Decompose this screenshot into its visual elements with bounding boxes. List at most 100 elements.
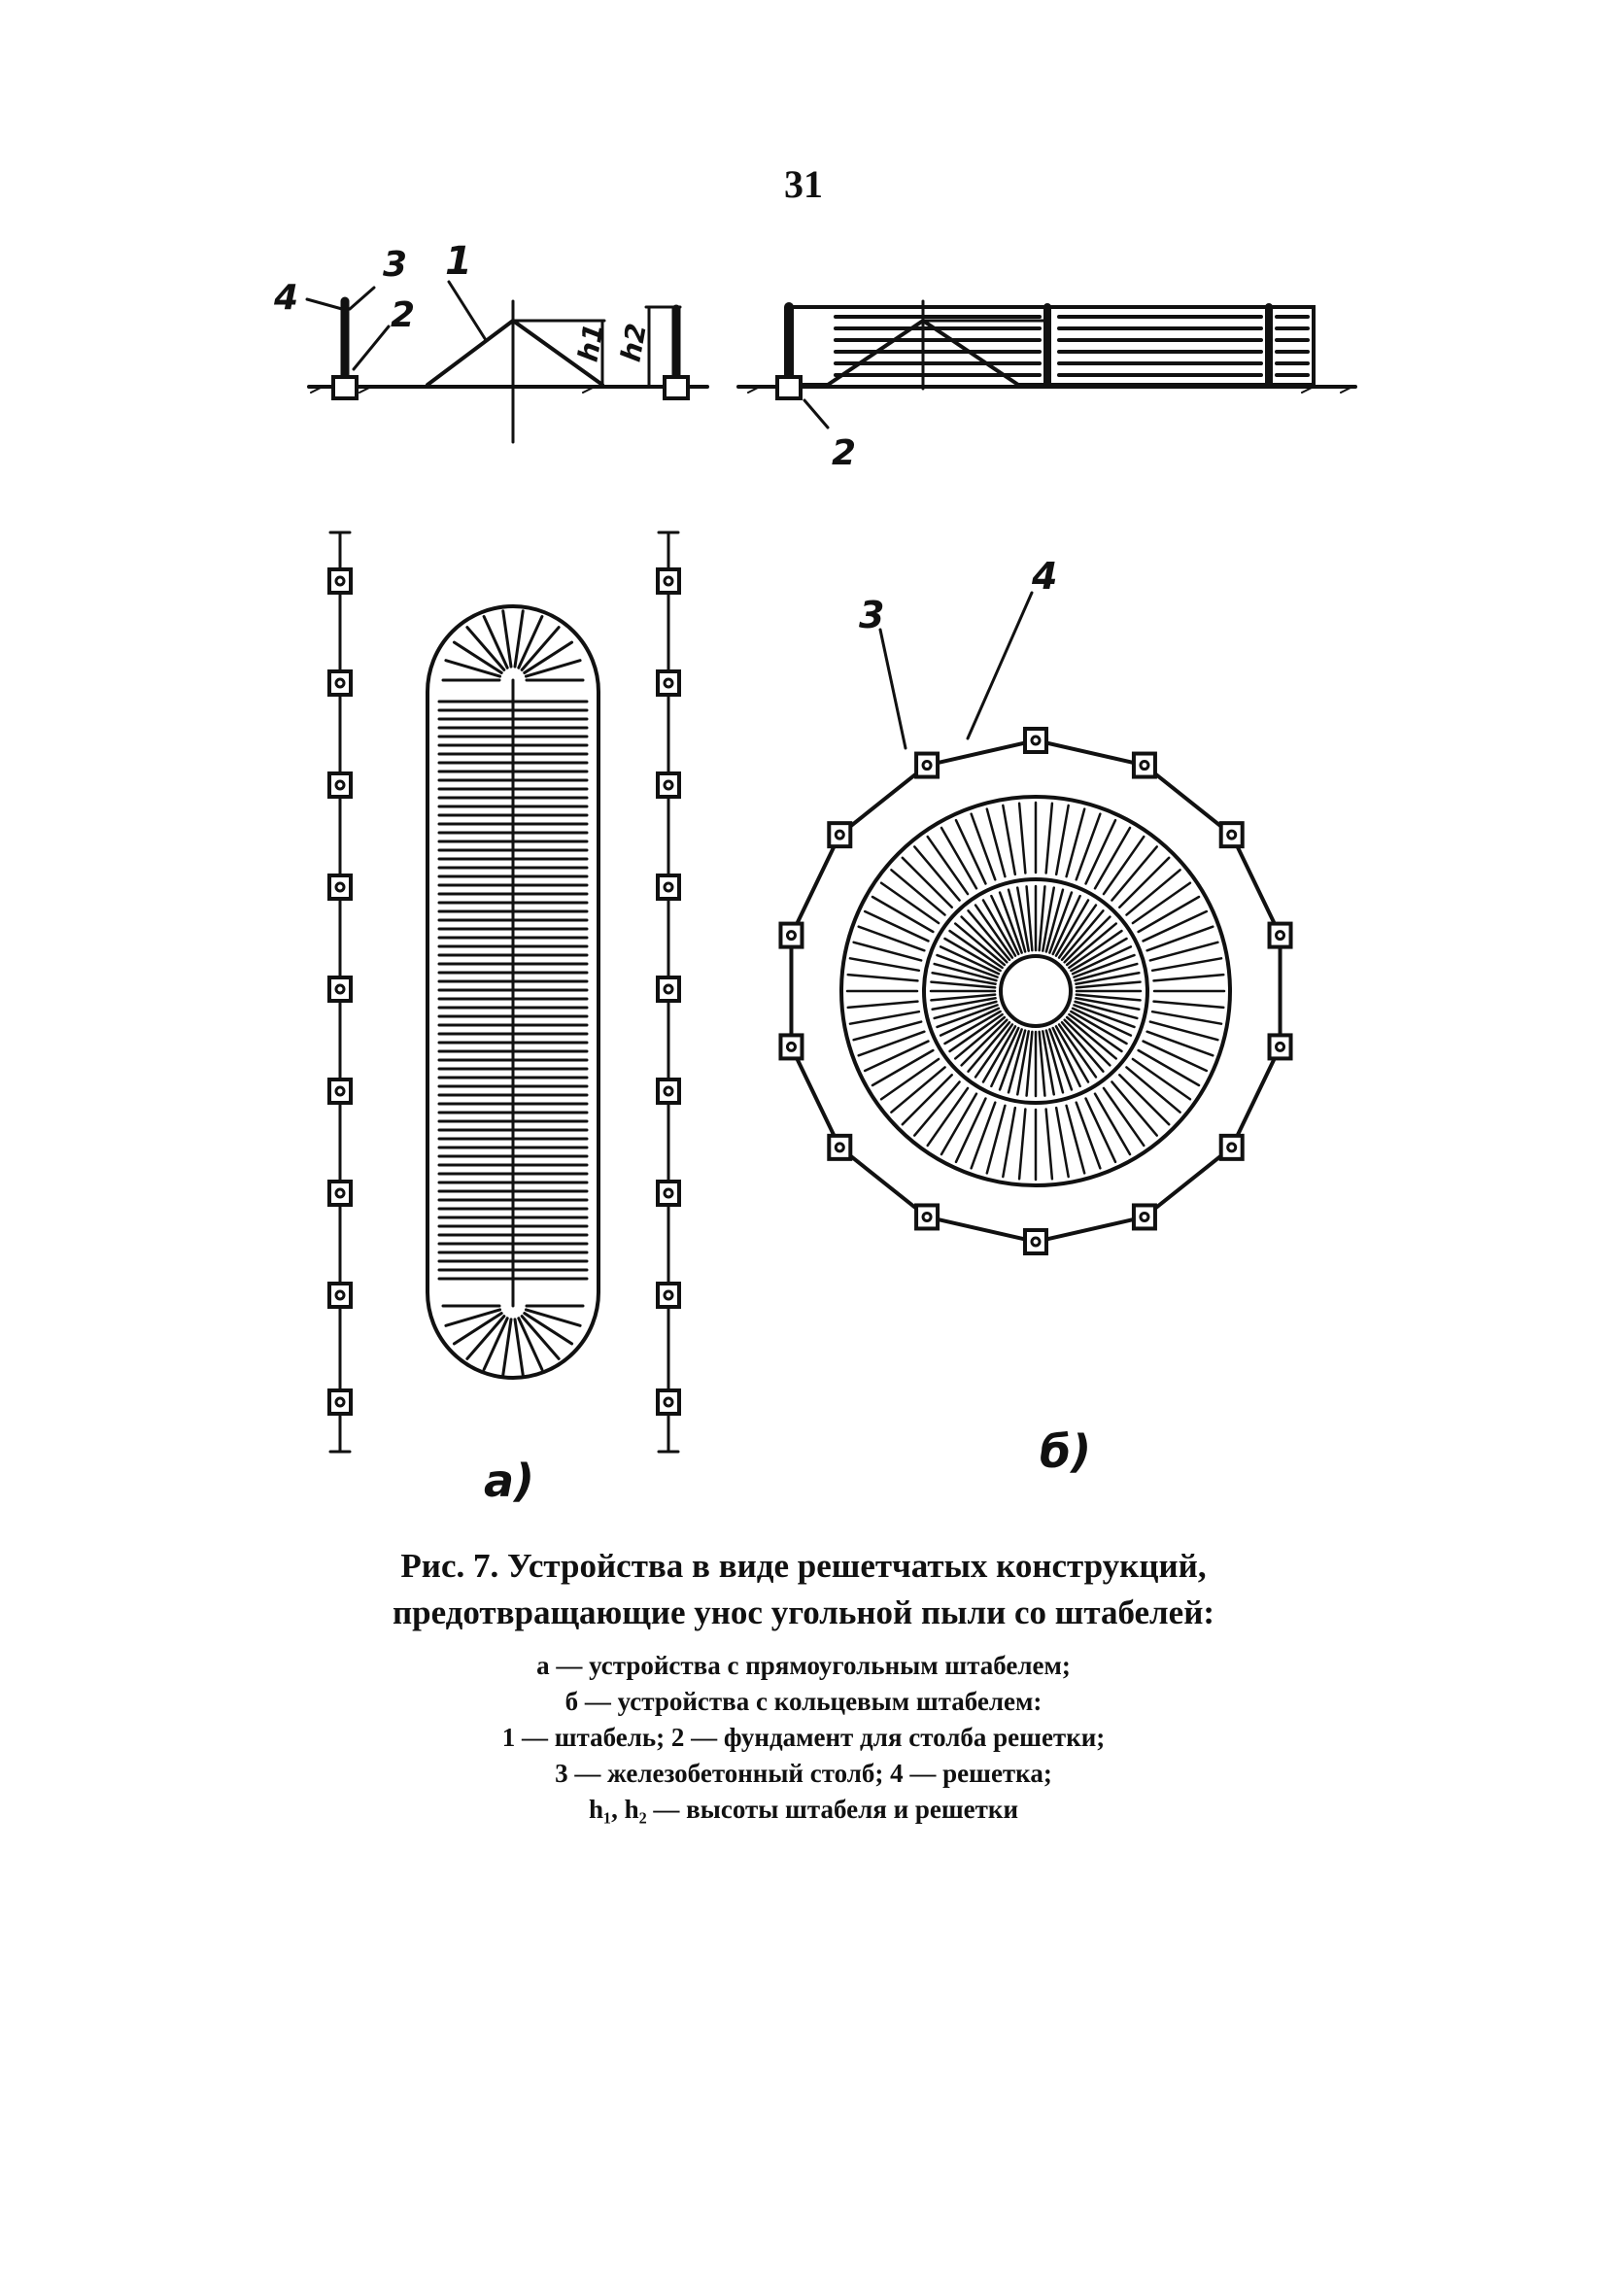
stockpile-rib <box>857 1030 926 1057</box>
stockpile-rib <box>930 980 997 989</box>
lattice-post-marker <box>656 1078 681 1105</box>
stockpile-rib <box>954 1097 987 1164</box>
stockpile-rib <box>948 1012 1004 1053</box>
stockpile-rib <box>517 615 544 669</box>
stockpile-rib <box>1075 971 1141 985</box>
lattice-post-marker <box>327 1078 353 1105</box>
stockpile-rib <box>1038 885 1046 952</box>
stockpile-rib <box>960 1018 1009 1067</box>
stockpile-rib <box>1152 973 1225 982</box>
stockpile-rib <box>517 1317 544 1371</box>
legend-line: б — устройства с кольцевым штабелем: <box>564 1687 1043 1716</box>
legend-line: а — устройства с прямоугольным штабелем; <box>536 1651 1071 1680</box>
stockpile-rib <box>1148 941 1219 962</box>
lattice-post-marker <box>656 669 681 697</box>
stockpile-rib <box>990 1026 1020 1088</box>
lattice-post-marker <box>1023 1228 1048 1255</box>
lattice-post-marker <box>327 771 353 799</box>
lattice-post-marker <box>327 567 353 595</box>
stockpile-rib <box>1142 1040 1209 1073</box>
stockpile-rib <box>1065 807 1086 878</box>
stockpile-rib <box>967 909 1011 962</box>
lattice-post-marker <box>656 874 681 901</box>
stockpile-rib <box>520 1315 561 1360</box>
stockpile-rib <box>1044 1108 1054 1181</box>
stockpile-rib <box>901 1074 953 1126</box>
stockpile-rib <box>1111 845 1158 902</box>
dimension-h2: h2 <box>615 321 653 364</box>
stockpile-rib <box>1044 802 1054 874</box>
stockpile-rib <box>954 1015 1007 1060</box>
stockpile-rib <box>940 826 978 890</box>
lattice-post-marker <box>778 921 804 949</box>
stockpile-rib <box>970 1101 997 1170</box>
caption-title-line: Рис. 7. Устройства в виде решетчатых кон… <box>400 1547 1207 1585</box>
lattice-post-marker <box>778 1033 804 1061</box>
stockpile-rib <box>1075 1101 1102 1170</box>
stockpile-rib <box>1065 1015 1117 1060</box>
stockpile-rib <box>1074 962 1139 982</box>
stockpile-rib <box>1017 1108 1027 1181</box>
lattice-post-marker <box>1131 1203 1157 1231</box>
caption-title-line: предотвращающие унос угольной пыли со шт… <box>392 1593 1215 1631</box>
stockpile-rib <box>465 1315 506 1360</box>
post-foundation <box>331 375 359 400</box>
stockpile-rib <box>890 869 946 916</box>
elevation-left <box>305 280 709 444</box>
lattice-post-marker <box>327 874 353 901</box>
dimension-h1: h1 <box>572 321 610 364</box>
stockpile-rib <box>501 609 513 668</box>
stockpile-rib <box>1073 1004 1136 1029</box>
stockpile-rib <box>930 993 997 1002</box>
stockpile-rib <box>848 957 921 973</box>
stockpile-rib <box>523 1312 574 1346</box>
stockpile-rib <box>926 1086 970 1148</box>
stockpile-rib <box>1102 1086 1145 1148</box>
stockpile-rib <box>1042 1030 1056 1096</box>
stockpile-rib <box>1051 894 1081 956</box>
stockpile-rib <box>943 1010 1002 1045</box>
post-foundation <box>663 375 690 400</box>
stockpile-ridge <box>922 877 1149 1105</box>
stockpile-rib <box>931 971 997 985</box>
stockpile-rib <box>1002 1106 1017 1179</box>
stockpile-inner <box>999 954 1073 1028</box>
stockpile-rib <box>482 1317 509 1371</box>
legend-line: 3 — железобетонный столб; 4 — решетка; <box>555 1759 1052 1788</box>
lattice-post-marker <box>327 1180 353 1207</box>
stockpile-rib <box>1044 1029 1065 1094</box>
stockpile-rib <box>1015 886 1030 952</box>
stockpile-rib <box>1118 1074 1171 1126</box>
stockpile-rib <box>1065 922 1117 967</box>
callout-3: 3 <box>859 594 884 636</box>
stockpile-rib <box>524 659 582 678</box>
stockpile-rib <box>513 1318 525 1377</box>
stockpile-rib <box>985 1104 1007 1175</box>
stockpile-rib <box>852 941 923 962</box>
stockpile-rib <box>444 1308 502 1327</box>
stockpile-rib <box>1145 1030 1214 1057</box>
stockpile-rib <box>1054 1106 1070 1179</box>
stockpile-rib <box>1063 915 1111 964</box>
stockpile-rib <box>931 997 997 1011</box>
stockpile-rib <box>465 626 506 671</box>
stockpile-rib <box>1093 1092 1132 1156</box>
stockpile-rib <box>981 899 1017 957</box>
stockpile-plan <box>426 604 600 1380</box>
stockpile-rib <box>482 615 509 669</box>
lattice-post-marker <box>327 1282 353 1309</box>
stockpile-rib <box>1054 804 1070 876</box>
stockpile-rib <box>1015 1030 1030 1096</box>
stockpile-rib <box>1068 1012 1123 1053</box>
lattice-post-marker <box>656 771 681 799</box>
lattice-post-marker <box>327 669 353 697</box>
stockpile-rib <box>1075 812 1102 881</box>
stockpile-rib <box>1063 1018 1111 1067</box>
stockpile-rib <box>846 973 919 982</box>
stockpile-rib <box>1125 1066 1181 1114</box>
stockpile-rib <box>452 1312 503 1346</box>
stockpile-rib <box>985 807 1007 878</box>
lattice-post-marker <box>1218 1133 1245 1161</box>
callout-4: 4 <box>273 278 298 318</box>
stockpile-rib <box>990 894 1020 956</box>
